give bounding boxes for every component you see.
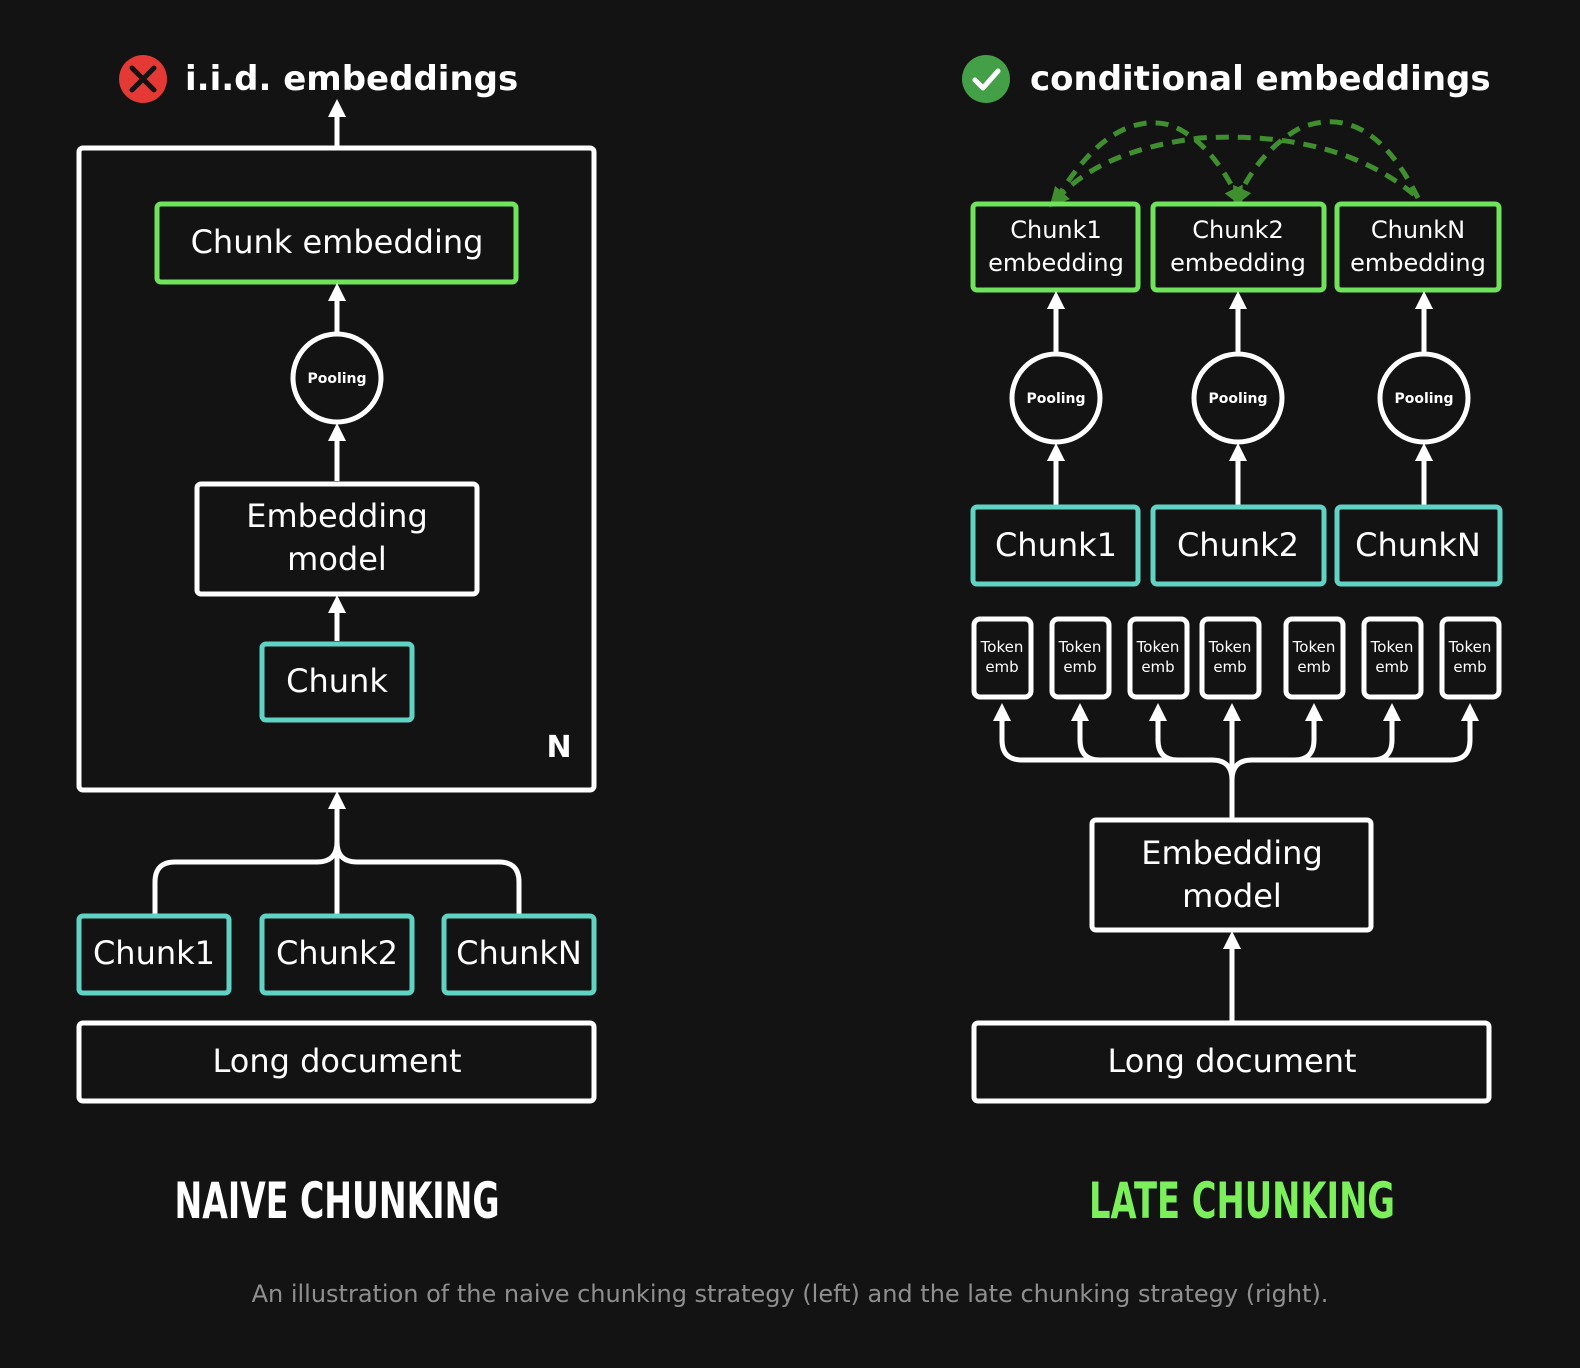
- embedding-model-box: [194, 481, 480, 597]
- late-chunk-embedding-box-2: [1150, 201, 1327, 293]
- token-emb-7-line2: emb: [1453, 658, 1486, 676]
- late-chunk-embedding-n-line1: ChunkN: [1371, 216, 1465, 244]
- conditional-dependency-arrows: [1049, 119, 1421, 208]
- naive-chunking-panel: i.i.d. embeddings N Chunk embedding Pool…: [76, 55, 597, 1230]
- token-emb-2-line2: emb: [1063, 658, 1096, 676]
- late-chunk-embedding-box-1: [970, 201, 1141, 293]
- repeat-marker-n: N: [546, 730, 571, 765]
- token-fanout-lines: [993, 703, 1479, 818]
- naive-chunk-label-1: Chunk1: [93, 934, 215, 972]
- token-emb-5-line1: Token: [1292, 638, 1336, 656]
- token-emb-box-2: [1049, 616, 1112, 700]
- late-pooling-node-n: [1377, 351, 1471, 445]
- late-long-document-label: Long document: [1107, 1042, 1356, 1080]
- late-chunking-panel: conditional embeddings Chunk1 embedding …: [962, 55, 1503, 1230]
- figure-caption: An illustration of the naive chunking st…: [251, 1280, 1329, 1308]
- pooling-node: [290, 331, 384, 425]
- token-emb-box-5: [1283, 616, 1346, 700]
- token-embeddings-row: Token emb Token emb Token emb Token emb …: [971, 616, 1502, 700]
- late-chunk-label-n: ChunkN: [1355, 526, 1481, 564]
- naive-long-document-label: Long document: [212, 1042, 461, 1080]
- naive-long-document-box: [76, 1020, 597, 1104]
- late-pooling-label-1: Pooling: [1026, 391, 1085, 407]
- late-embedding-model-box: [1089, 817, 1374, 933]
- token-emb-5-line2: emb: [1297, 658, 1330, 676]
- late-embedding-model-line1: Embedding: [1141, 834, 1323, 872]
- token-emb-2-line1: Token: [1058, 638, 1102, 656]
- chunk-embedding-box: [154, 201, 519, 285]
- token-emb-6-line2: emb: [1375, 658, 1408, 676]
- late-chunk-embedding-box-n: [1334, 201, 1502, 293]
- naive-chunking-title: NAIVE CHUNKING: [175, 1172, 500, 1230]
- token-emb-1-line2: emb: [985, 658, 1018, 676]
- late-chunk-label-1: Chunk1: [995, 526, 1117, 564]
- token-emb-4-line2: emb: [1213, 658, 1246, 676]
- chunk-embedding-label: Chunk embedding: [191, 223, 484, 261]
- naive-chunk-box-1: [76, 913, 232, 996]
- naive-header-label: i.i.d. embeddings: [185, 59, 518, 99]
- late-pooling-label-n: Pooling: [1394, 391, 1453, 407]
- embedding-model-line1: Embedding: [246, 497, 428, 535]
- check-circle-icon: [962, 55, 1010, 103]
- late-chunk-embedding-1-line1: Chunk1: [1010, 216, 1102, 244]
- token-emb-7-line1: Token: [1448, 638, 1492, 656]
- pooling-label: Pooling: [307, 371, 366, 387]
- repeat-container: [76, 145, 597, 793]
- late-pooling-node-2: [1191, 351, 1285, 445]
- x-circle-icon: [119, 55, 167, 103]
- naive-chunk-box-n: [441, 913, 597, 996]
- chunk-merge-lines: [152, 841, 522, 914]
- late-header-label: conditional embeddings: [1030, 59, 1491, 99]
- token-emb-1-line1: Token: [980, 638, 1024, 656]
- late-chunk-embedding-n-line2: embedding: [1350, 249, 1486, 277]
- token-emb-box-1: [971, 616, 1034, 700]
- naive-chunk-box-2: [259, 913, 415, 996]
- late-chunk-embedding-2-line2: embedding: [1170, 249, 1306, 277]
- chunk-label: Chunk: [286, 662, 388, 700]
- late-long-document-box: [971, 1020, 1492, 1104]
- token-emb-3-line2: emb: [1141, 658, 1174, 676]
- late-chunk-label-2: Chunk2: [1177, 526, 1299, 564]
- late-embedding-model-line2: model: [1182, 877, 1282, 915]
- late-chunk-embedding-2-line1: Chunk2: [1192, 216, 1284, 244]
- token-emb-box-4: [1199, 616, 1262, 700]
- late-pooling-node-1: [1009, 351, 1103, 445]
- token-emb-box-7: [1439, 616, 1502, 700]
- token-emb-box-3: [1127, 616, 1190, 700]
- token-emb-3-line1: Token: [1136, 638, 1180, 656]
- late-chunk-box-n: [1334, 504, 1503, 587]
- late-chunk-box-1: [970, 504, 1141, 587]
- token-emb-6-line1: Token: [1370, 638, 1414, 656]
- naive-chunk-label-2: Chunk2: [276, 934, 398, 972]
- chunk-box: [259, 641, 415, 723]
- embedding-model-line2: model: [287, 540, 387, 578]
- late-pooling-label-2: Pooling: [1208, 391, 1267, 407]
- token-emb-4-line1: Token: [1208, 638, 1252, 656]
- late-chunk-embedding-1-line2: embedding: [988, 249, 1124, 277]
- late-chunking-title: LATE CHUNKING: [1089, 1172, 1395, 1230]
- naive-chunk-label-n: ChunkN: [456, 934, 582, 972]
- token-emb-box-6: [1361, 616, 1424, 700]
- late-chunk-box-2: [1150, 504, 1327, 587]
